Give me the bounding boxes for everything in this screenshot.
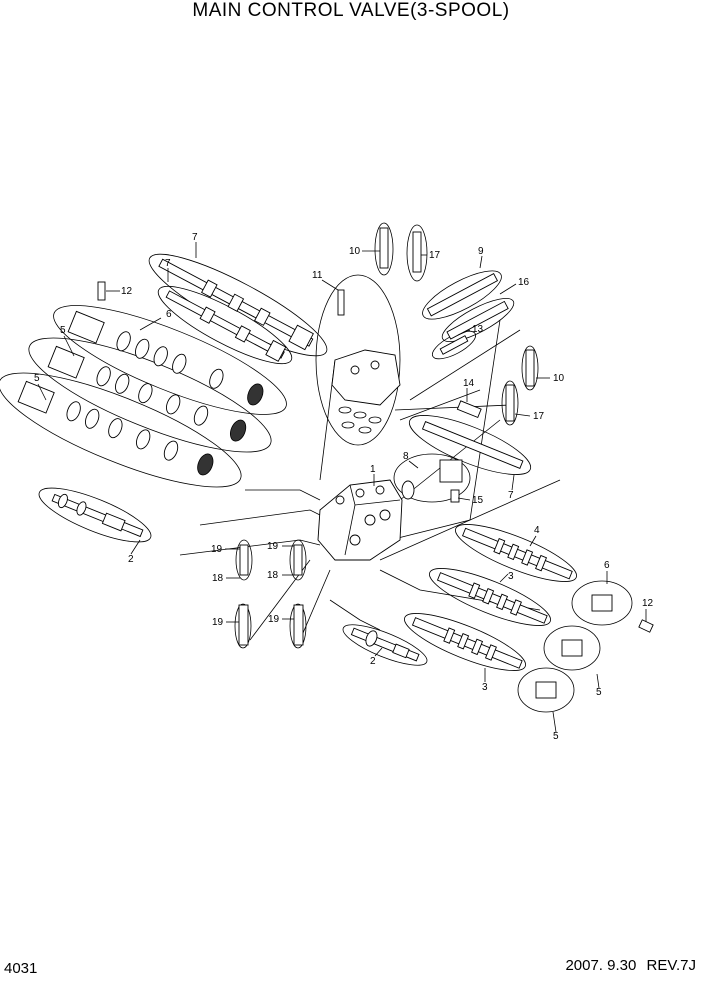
group-ellipses — [0, 222, 633, 713]
callout-18: 18 — [267, 570, 279, 581]
callout-2: 2 — [370, 656, 376, 667]
callout-3: 3 — [482, 682, 488, 693]
callout-19: 19 — [267, 541, 279, 552]
revision-info: 2007. 9.30 REV.7J — [559, 957, 696, 974]
cutaway-valve-body — [331, 289, 401, 434]
callout-2: 2 — [128, 554, 134, 565]
small-parts-upper-right — [379, 227, 535, 503]
callout-13: 13 — [472, 324, 484, 335]
callout-5: 5 — [60, 325, 66, 336]
callout-1: 1 — [370, 464, 376, 475]
page-number: 4031 — [4, 960, 38, 977]
main-valve-body — [317, 479, 403, 561]
footer-date: 2007. 9.30 — [565, 957, 637, 974]
callout-6: 6 — [604, 560, 610, 571]
callout-18: 18 — [212, 573, 224, 584]
callout-19: 19 — [211, 544, 223, 555]
pilot-parts-center — [97, 281, 304, 646]
callout-12: 12 — [642, 598, 654, 609]
callout-19: 19 — [268, 614, 280, 625]
callout-6: 6 — [166, 309, 172, 320]
callout-19: 19 — [212, 617, 224, 628]
callout-14: 14 — [463, 378, 475, 389]
callout-5: 5 — [596, 687, 602, 698]
callout-7: 7 — [165, 258, 171, 269]
callout-7: 7 — [192, 232, 198, 243]
callout-5: 5 — [553, 731, 559, 742]
callout-12: 12 — [121, 286, 133, 297]
callout-10: 10 — [349, 246, 361, 257]
spool-assembly-upper-left — [17, 258, 314, 538]
callout-9: 9 — [478, 246, 484, 257]
spool-assembly-lower-right — [350, 527, 654, 699]
page-title: MAIN CONTROL VALVE(3-SPOOL) — [192, 0, 510, 21]
callout-8: 8 — [403, 451, 409, 462]
callout-15: 15 — [472, 495, 484, 506]
callout-17: 17 — [429, 250, 441, 261]
callout-labels: 1 2 2 3 3 4 5 5 5 5 6 6 7 7 7 8 9 10 10 … — [34, 232, 654, 742]
callout-3: 3 — [508, 571, 514, 582]
callout-4: 4 — [534, 525, 540, 536]
callout-10: 10 — [553, 373, 565, 384]
callout-16: 16 — [518, 277, 530, 288]
callout-7: 7 — [508, 490, 514, 501]
callout-leaders — [37, 242, 647, 733]
callout-17: 17 — [533, 411, 545, 422]
footer-revision: REV.7J — [646, 957, 696, 974]
callout-5: 5 — [34, 373, 40, 384]
callout-11: 11 — [312, 270, 323, 281]
